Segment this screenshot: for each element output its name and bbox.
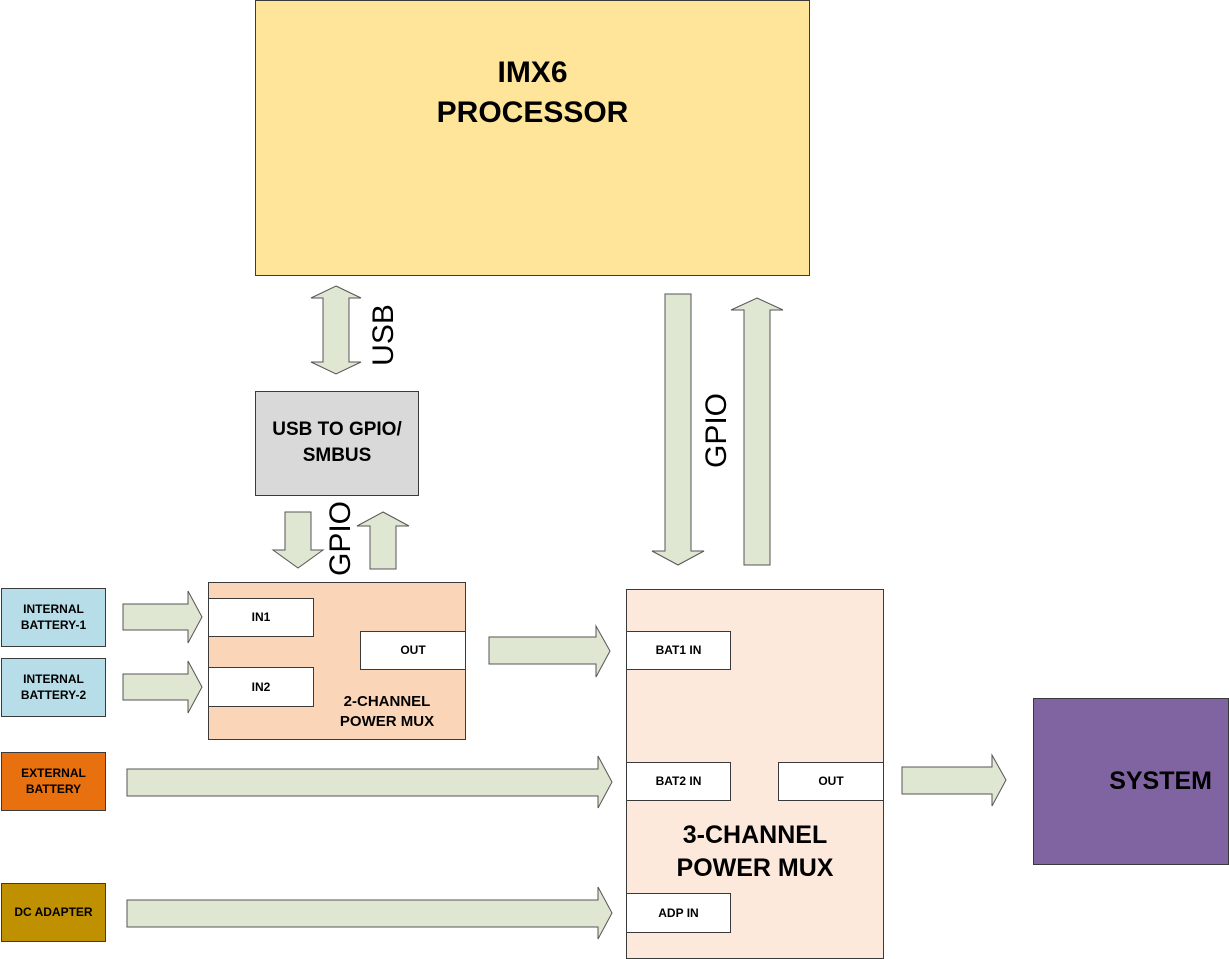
ib2-label-line1: INTERNAL — [23, 672, 84, 686]
usb-double-arrow — [310, 285, 362, 375]
mux2-in2-label: IN2 — [251, 680, 271, 694]
ib2-to-in2-arrow — [122, 660, 203, 714]
internal-battery-2-block: INTERNAL BATTERY-2 — [1, 658, 106, 717]
mux3-out-port: OUT — [778, 762, 884, 801]
usb-link-label: USB — [367, 304, 400, 366]
mux3-bat2-in-port: BAT2 IN — [626, 762, 731, 801]
mux2-in1-label: IN1 — [251, 610, 271, 624]
gpio-link-label-processor: GPIO — [700, 392, 733, 468]
mux2-in1-port: IN1 — [208, 598, 314, 637]
mux3-adp-in-port: ADP IN — [626, 893, 731, 933]
ib2-label-line2: BATTERY-2 — [20, 688, 87, 702]
mux3-title-line1: 3-CHANNEL — [682, 821, 828, 849]
gpio-link-label-bridge: GPIO — [324, 500, 357, 576]
bridge-label-line2: SMBUS — [302, 445, 372, 466]
gpio-up-arrow-bridge — [356, 511, 410, 570]
system-label: SYSTEM — [1109, 767, 1212, 795]
mux3-adp-in-label: ADP IN — [658, 906, 699, 920]
usb-to-gpio-smbus-block: USB TO GPIO/ SMBUS — [255, 391, 419, 496]
mux3-bat1-in-port: BAT1 IN — [626, 631, 731, 670]
mux3-bat1-in-label: BAT1 IN — [655, 643, 702, 657]
gpio-down-arrow-bridge — [271, 511, 325, 569]
mux2-to-bat1-arrow — [488, 624, 611, 678]
gpio-down-arrow-processor — [651, 293, 705, 566]
ib1-label-line2: BATTERY-1 — [20, 618, 87, 632]
external-battery-block: EXTERNAL BATTERY — [1, 752, 106, 811]
mux3-out-label: OUT — [818, 774, 844, 788]
dc-adapter-to-adp-arrow — [126, 886, 613, 940]
dc-adapter-block: DC ADAPTER — [1, 883, 106, 942]
mux2-out-port: OUT — [360, 631, 466, 670]
gpio-up-arrow-processor — [730, 297, 784, 566]
dc-adapter-label: DC ADAPTER — [14, 905, 93, 919]
ext-battery-label-line1: EXTERNAL — [21, 766, 86, 780]
mux2-in2-port: IN2 — [208, 667, 314, 707]
imx6-processor-block: IMX6 PROCESSOR — [255, 0, 810, 276]
ib1-to-in1-arrow — [122, 590, 203, 644]
ext-battery-to-bat2-arrow — [126, 755, 613, 809]
system-block: SYSTEM — [1033, 698, 1229, 865]
internal-battery-1-block: INTERNAL BATTERY-1 — [1, 588, 106, 647]
bridge-label-line1: USB TO GPIO/ — [272, 419, 402, 440]
processor-title-line1: IMX6 — [497, 56, 568, 89]
processor-title-line2: PROCESSOR — [436, 96, 629, 129]
mux2-title-line1: 2-CHANNEL — [343, 693, 431, 710]
mux3-bat2-in-label: BAT2 IN — [655, 774, 702, 788]
ib1-label-line1: INTERNAL — [23, 602, 84, 616]
ext-battery-label-line2: BATTERY — [25, 782, 82, 796]
mux3-title-line2: POWER MUX — [676, 854, 834, 882]
mux2-out-label: OUT — [400, 643, 426, 657]
mux3-to-system-arrow — [901, 753, 1007, 807]
mux2-title-line2: POWER MUX — [339, 713, 435, 730]
